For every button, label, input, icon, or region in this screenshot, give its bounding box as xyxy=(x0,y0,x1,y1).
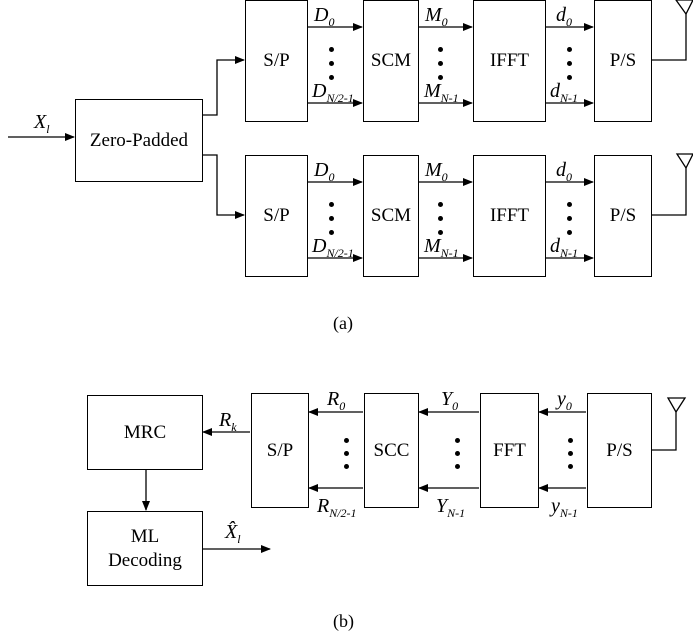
ellipsis-dot xyxy=(567,75,572,80)
upper-branch-arrow xyxy=(203,56,245,116)
caption-a: (a) xyxy=(333,313,353,333)
d-top-label: D0 xyxy=(314,159,335,184)
ps-block: P/S xyxy=(594,0,652,122)
dl-bottom-label: dN-1 xyxy=(550,80,578,105)
caption-b: (b) xyxy=(333,611,354,631)
rk-label: Rk xyxy=(219,409,237,434)
ellipsis-dot xyxy=(344,438,349,443)
ps-block: P/S xyxy=(594,155,652,277)
antenna-icon xyxy=(666,397,687,414)
ellipsis-dot xyxy=(568,464,573,469)
antenna-icon xyxy=(675,153,693,170)
ellipsis-dot xyxy=(344,451,349,456)
y-bottom-label: YN-1 xyxy=(436,495,466,520)
input-label: Xl xyxy=(34,111,50,136)
ml-decoding-block: ML Decoding xyxy=(87,511,203,586)
m-top-label: M0 xyxy=(425,4,448,29)
ellipsis-dot xyxy=(438,216,443,221)
scm-block: SCM xyxy=(363,155,419,277)
dl-top-label: d0 xyxy=(556,4,572,29)
rx-ps-block: P/S xyxy=(587,393,652,508)
ellipsis-dot xyxy=(329,202,334,207)
fft-block: FFT xyxy=(480,393,539,508)
ellipsis-dot xyxy=(567,216,572,221)
ellipsis-dot xyxy=(455,438,460,443)
ellipsis-dot xyxy=(568,438,573,443)
ellipsis-dot xyxy=(568,451,573,456)
mrc-block: MRC xyxy=(87,395,203,470)
ellipsis-dot xyxy=(438,75,443,80)
rx-sp-block: S/P xyxy=(251,393,309,508)
ml-decoding-line1: ML xyxy=(130,525,160,547)
ellipsis-dot xyxy=(438,47,443,52)
ellipsis-dot xyxy=(438,230,443,235)
yl-bottom-label: yN-1 xyxy=(551,495,578,520)
ellipsis-dot xyxy=(455,464,460,469)
ellipsis-dot xyxy=(329,230,334,235)
dl-top-label: d0 xyxy=(556,159,572,184)
m-top-label: M0 xyxy=(425,159,448,184)
dl-bottom-label: dN-1 xyxy=(550,235,578,260)
sp-block: S/P xyxy=(245,0,308,122)
ellipsis-dot xyxy=(567,202,572,207)
scm-block: SCM xyxy=(363,0,419,122)
scc-block: SCC xyxy=(364,393,419,508)
ellipsis-dot xyxy=(438,61,443,66)
r-top-label: R0 xyxy=(327,388,346,413)
ifft-block: IFFT xyxy=(473,155,546,277)
ellipsis-dot xyxy=(567,47,572,52)
ellipsis-dot xyxy=(329,216,334,221)
y-top-label: Y0 xyxy=(441,388,459,413)
ellipsis-dot xyxy=(329,47,334,52)
lower-branch-arrow xyxy=(203,154,245,219)
m-bottom-label: MN-1 xyxy=(424,235,459,260)
ml-decoding-line2: Decoding xyxy=(108,549,182,571)
ellipsis-dot xyxy=(329,75,334,80)
m-bottom-label: MN-1 xyxy=(424,80,459,105)
ellipsis-dot xyxy=(567,61,572,66)
ellipsis-dot xyxy=(344,464,349,469)
yl-top-label: y0 xyxy=(557,388,572,413)
zero-padded-block: Zero-Padded xyxy=(75,99,203,182)
sp-block: S/P xyxy=(245,155,308,277)
r-bottom-label: RN/2-1 xyxy=(317,495,357,520)
output-label: X̂l xyxy=(225,521,241,546)
ellipsis-dot xyxy=(329,61,334,66)
d-bottom-label: DN/2-1 xyxy=(312,235,354,260)
d-bottom-label: DN/2-1 xyxy=(312,80,354,105)
ifft-block: IFFT xyxy=(473,0,546,122)
d-top-label: D0 xyxy=(314,4,335,29)
antenna-icon xyxy=(675,0,693,16)
ellipsis-dot xyxy=(438,202,443,207)
ellipsis-dot xyxy=(455,451,460,456)
ellipsis-dot xyxy=(567,230,572,235)
